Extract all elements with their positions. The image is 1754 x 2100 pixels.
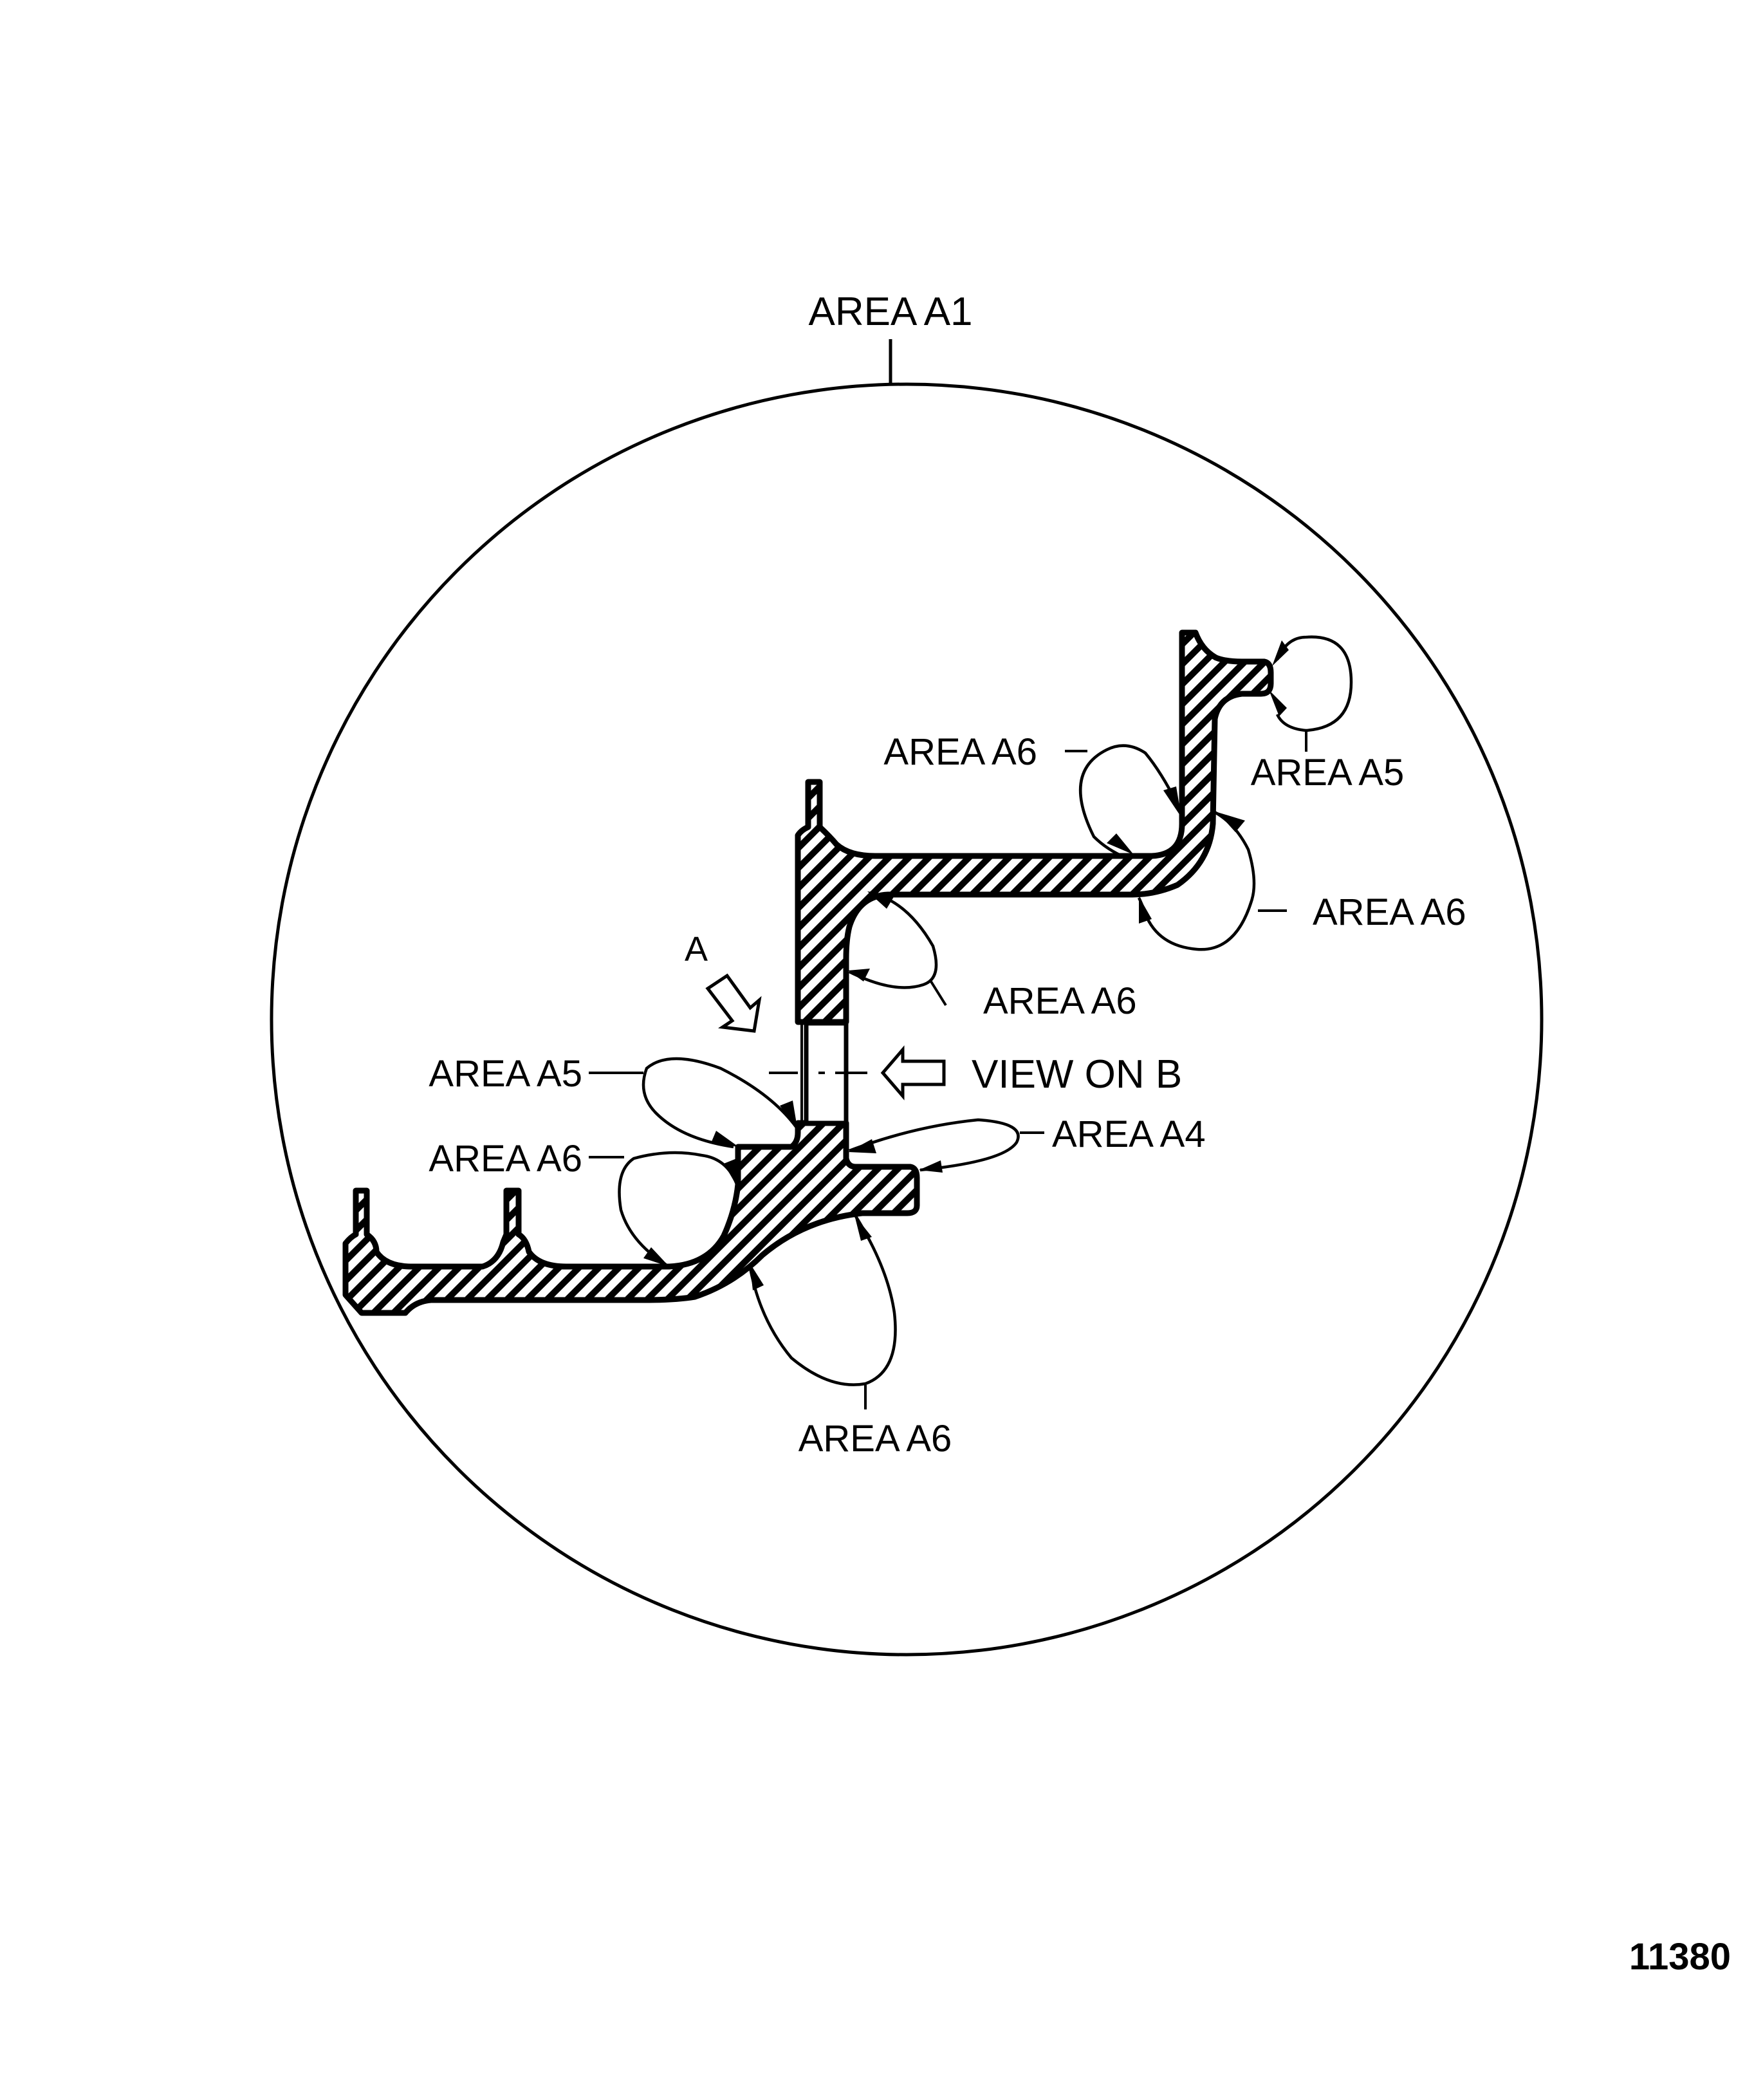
view-on-b-label: VIEW ON B <box>972 1052 1182 1097</box>
callout-a6-left: AREA A6 <box>429 1138 739 1267</box>
outer-area-circle <box>270 382 1544 1657</box>
callout-label: AREA A5 <box>429 1053 582 1095</box>
view-a-arrow-icon <box>705 973 762 1033</box>
callout-label: AREA A6 <box>883 731 1037 773</box>
view-a-marker-label: A <box>685 930 708 969</box>
callout-label: AREA A6 <box>983 980 1137 1022</box>
callout-label: AREA A5 <box>1251 752 1405 794</box>
callout-label: AREA A6 <box>1313 891 1466 933</box>
area-a1-label: AREA A1 <box>808 290 972 334</box>
callout-label: AREA A4 <box>1052 1113 1206 1155</box>
callout-a6-top-left: AREA A6 <box>883 731 1181 860</box>
callout-a5-top-right: AREA A5 <box>1251 635 1405 794</box>
callout-a6-right: AREA A6 <box>1137 811 1466 951</box>
callout-label: AREA A6 <box>799 1418 952 1460</box>
callout-a6-bottom: AREA A6 <box>748 1215 952 1460</box>
figure-number: 11380 <box>1629 1936 1731 1978</box>
view-b-arrow-icon <box>880 1045 946 1101</box>
left-arm-section <box>342 1120 920 1316</box>
callout-label: AREA A6 <box>429 1138 582 1180</box>
callout-a6-center: AREA A6 <box>848 891 1137 1022</box>
upper-post-section <box>795 629 1274 1025</box>
callout-a4-right: AREA A4 <box>848 1113 1206 1173</box>
callout-a5-left: AREA A5 <box>429 1053 798 1149</box>
